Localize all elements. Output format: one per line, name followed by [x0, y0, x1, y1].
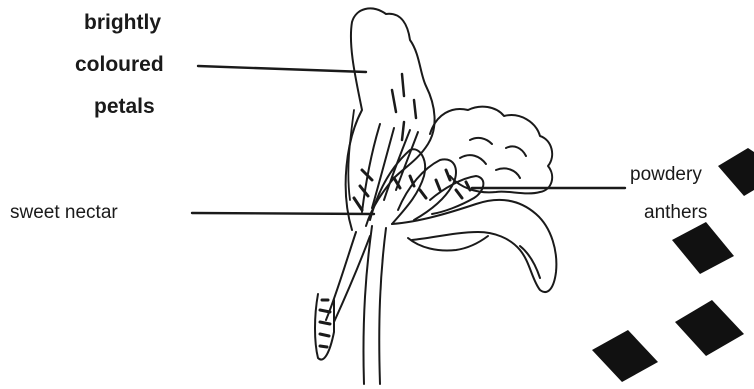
keel-petal [392, 200, 556, 292]
label-anthers: anthers [644, 198, 707, 228]
label-sweet-nectar: sweet nectar [10, 198, 118, 228]
petals-leader-line [198, 66, 366, 72]
standard-petal [346, 8, 435, 230]
label-petals: petals [94, 92, 155, 122]
nectar-leader-line [192, 213, 374, 214]
label-brightly: brightly [84, 8, 161, 38]
label-coloured: coloured [75, 50, 164, 80]
label-powdery: powdery [630, 160, 702, 190]
wing-petal [430, 107, 552, 194]
